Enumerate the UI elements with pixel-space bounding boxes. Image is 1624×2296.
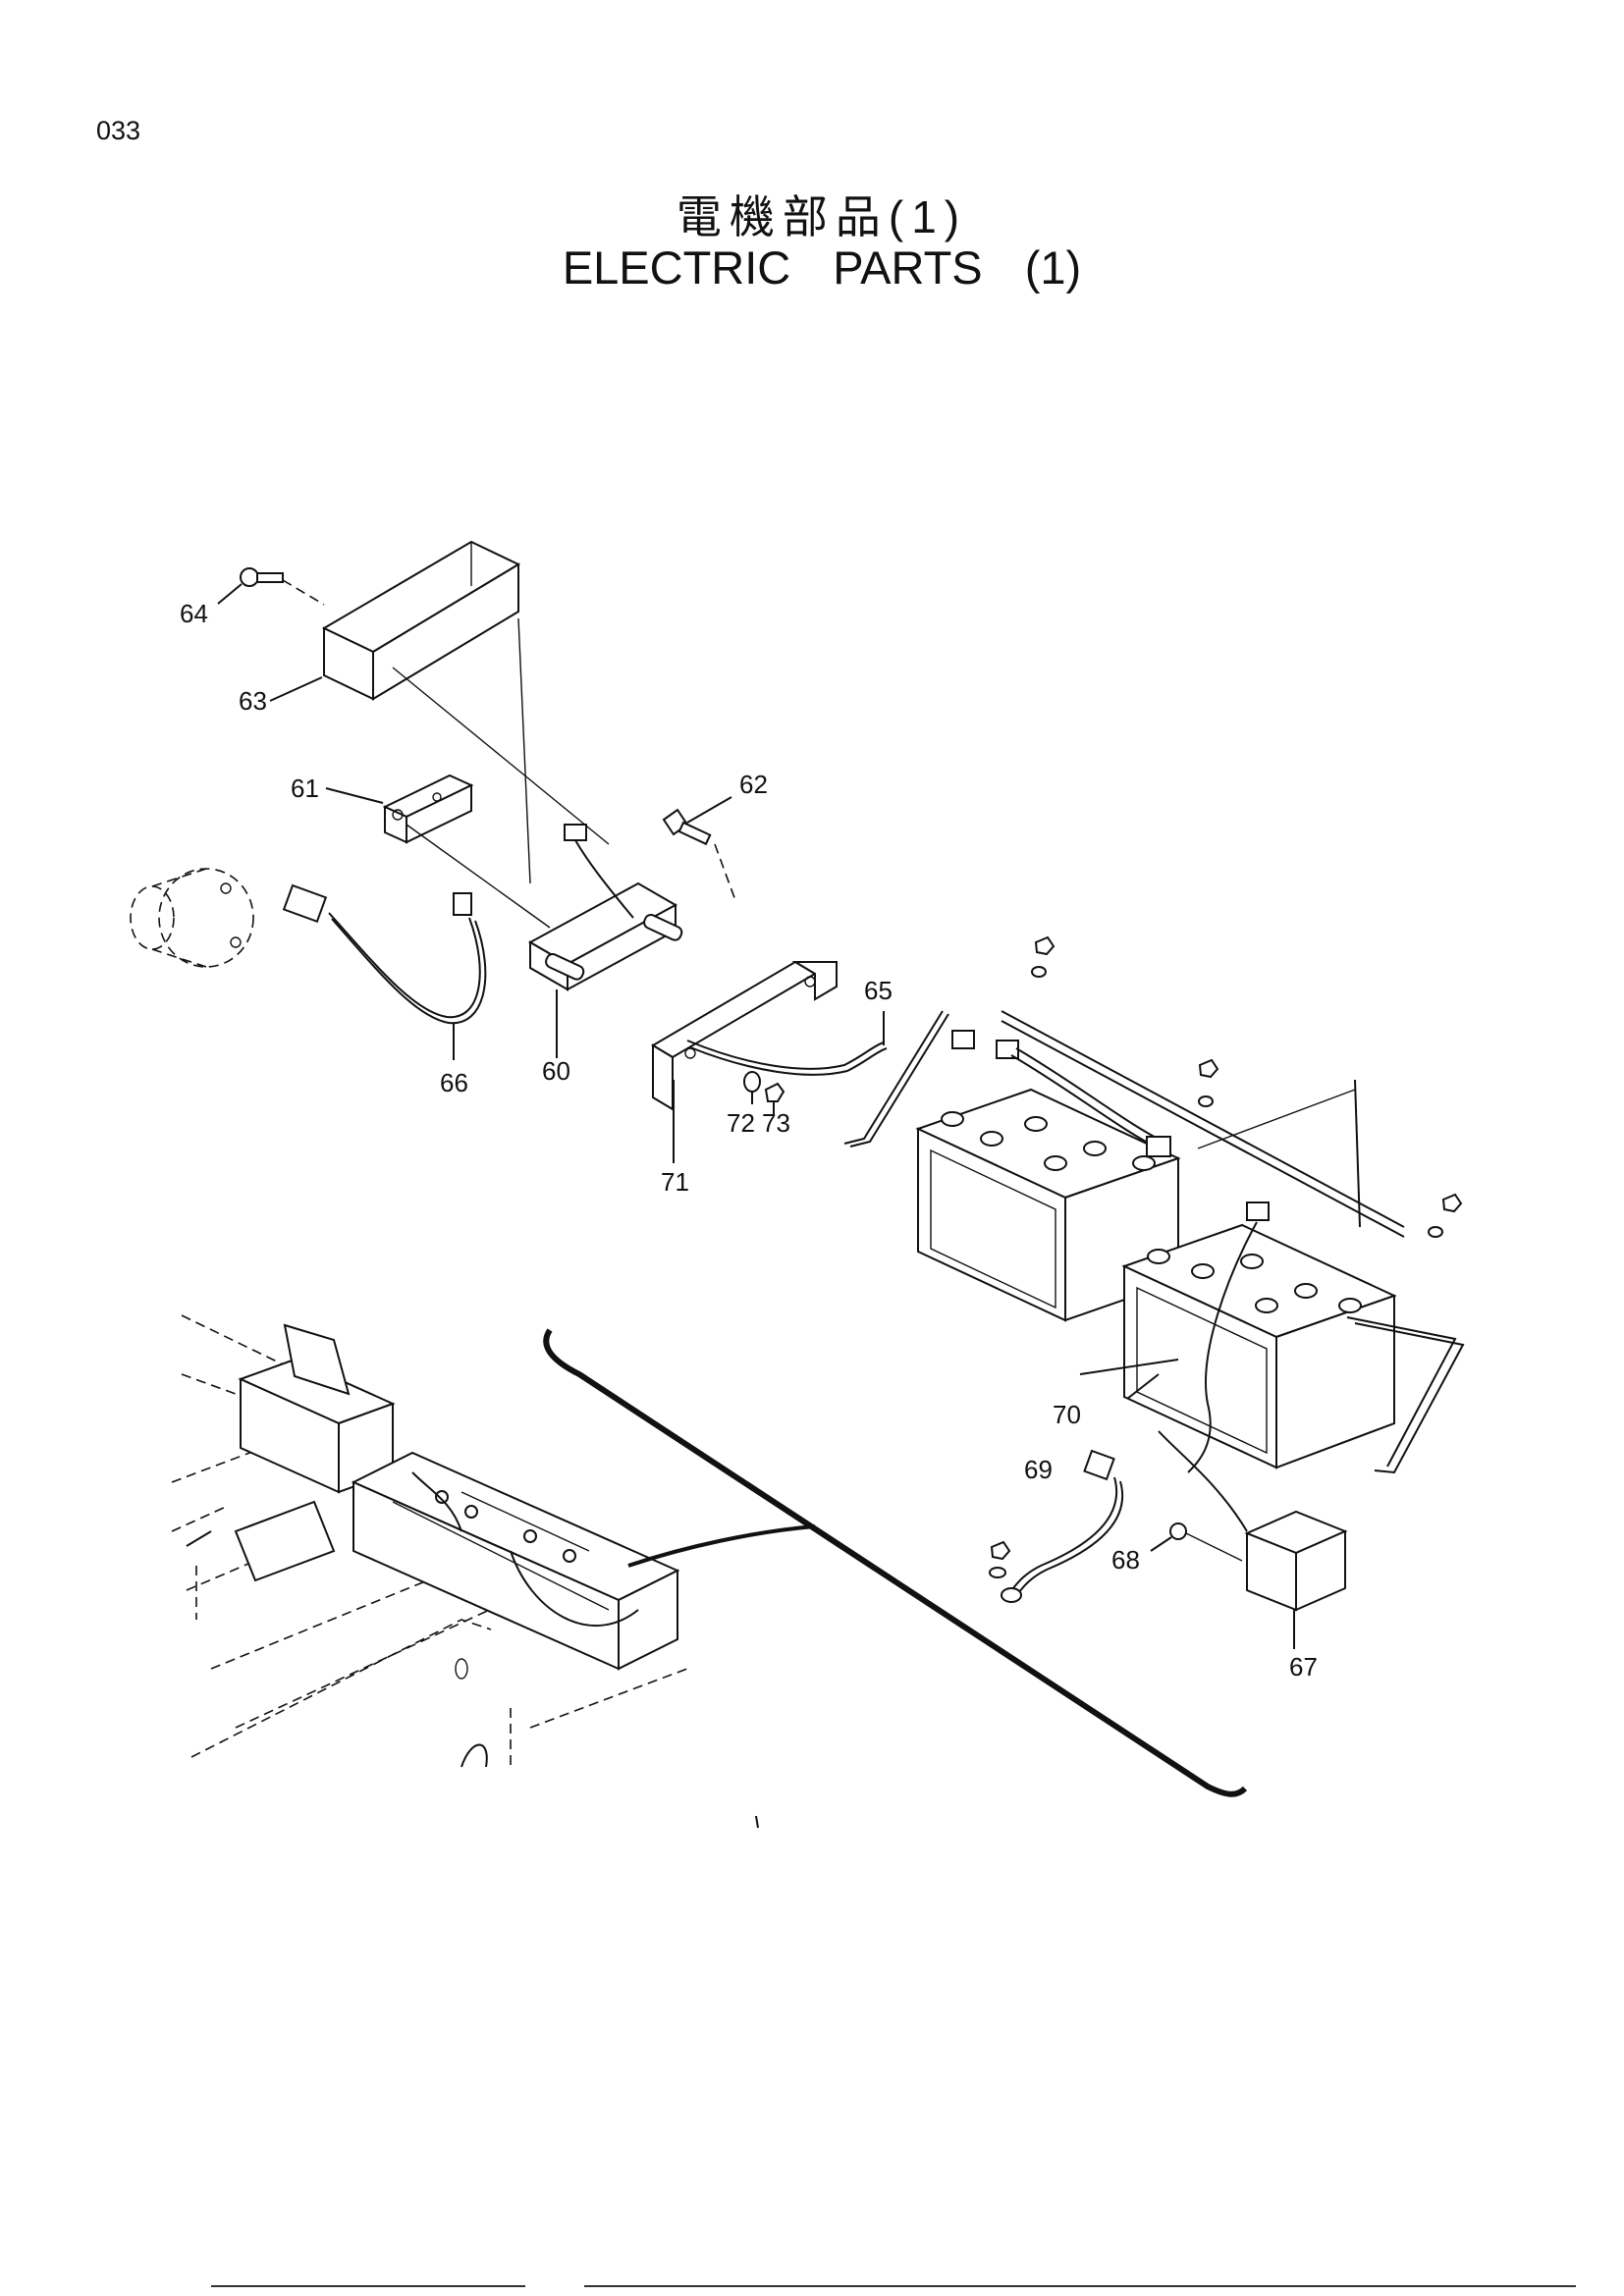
relay-connector [564, 824, 634, 919]
callout-67: 67 [1289, 1652, 1318, 1682]
washer-72 [743, 1071, 761, 1104]
battery-rear [1121, 1223, 1397, 1469]
battery-cables [951, 1030, 1270, 1473]
callout-63: 63 [239, 686, 267, 716]
callout-labels: 64 63 61 62 65 66 60 72 73 71 70 69 68 6… [180, 599, 1318, 1682]
bolt-68 [1150, 1522, 1243, 1562]
hold-down-nuts [1031, 935, 1463, 1238]
mount-bar-60 [527, 881, 683, 1058]
callout-73: 73 [762, 1108, 790, 1138]
bolt-62 [662, 796, 737, 904]
footer-rule-left [211, 2285, 525, 2287]
page-number: 033 [96, 116, 141, 145]
page-title-english: ELECTRIC PARTS (1) [562, 241, 1082, 294]
callout-60: 60 [542, 1056, 570, 1086]
hold-down-rods [843, 1010, 1465, 1474]
machine-outline [171, 1314, 688, 1768]
cover-63 [269, 540, 610, 884]
callout-61: 61 [291, 774, 319, 803]
detail-callout-outline [543, 1328, 1248, 1829]
alternator [130, 868, 254, 968]
callout-66: 66 [440, 1068, 468, 1097]
callout-65: 65 [864, 976, 893, 1005]
callout-72: 72 [727, 1108, 755, 1138]
callout-69: 69 [1024, 1455, 1053, 1484]
page-title-japanese: 電機部品(1) [676, 191, 968, 242]
harness-66 [282, 883, 487, 1060]
callout-62: 62 [739, 770, 768, 799]
relay-67 [1158, 1430, 1348, 1649]
plate-61 [325, 774, 551, 929]
callout-68: 68 [1111, 1545, 1140, 1575]
cable-65 [686, 1011, 888, 1076]
callout-71: 71 [661, 1167, 689, 1197]
footer-rule-right [584, 2285, 1576, 2287]
bracket-71 [651, 960, 838, 1163]
leader-70 [1079, 1359, 1179, 1375]
cable-69 [989, 1449, 1124, 1603]
callout-70: 70 [1053, 1400, 1081, 1429]
nut-73 [764, 1082, 785, 1114]
bolt-64 [217, 567, 325, 606]
callout-64: 64 [180, 599, 208, 628]
